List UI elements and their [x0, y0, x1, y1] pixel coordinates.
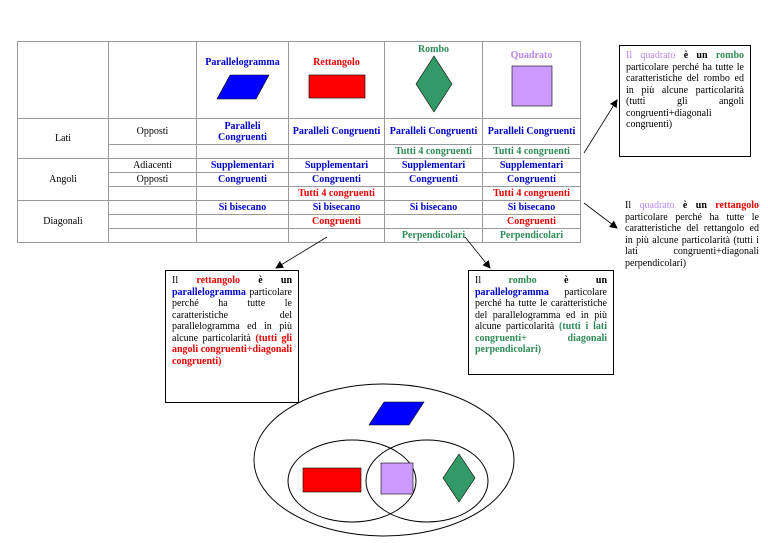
arrow-square-rhombus: [583, 99, 618, 154]
properties-table: Parallelogramma Rettangolo Rombo Quadrat…: [17, 41, 581, 243]
venn-square-shape: [380, 462, 414, 495]
note-rhombus: Il rombo è un parallelogramma particolar…: [468, 270, 614, 375]
note-square-rhombus: Il quadrato è un rombo particolare perch…: [619, 45, 751, 157]
parallelogram-shape: [215, 74, 270, 100]
header-label: Quadrato: [510, 50, 553, 61]
note-keyword-rectangle: rettangolo: [196, 275, 241, 286]
note-extra: (tutti i lati congruenti+ diagonali perp…: [475, 321, 608, 355]
note-rectangle: Il rettangolo è un parallelogramma parti…: [165, 270, 299, 403]
note-keyword-rhombus: rombo: [508, 275, 537, 286]
arrow-rhombus: [464, 236, 491, 269]
note-keyword-parallelogram: parallelogramma: [475, 286, 549, 298]
venn-parallelogram-shape: [368, 401, 425, 426]
note-keyword-square: quadrato: [640, 50, 676, 61]
note-text: Il: [172, 275, 179, 286]
note-square-rectangle: Il quadrato è un rettangolo particolare …: [619, 196, 765, 294]
header-label: Rombo: [417, 44, 450, 55]
note-text: Il: [475, 275, 482, 286]
note-text: particolare perché ha tutte le caratteri…: [625, 211, 759, 269]
note-text: Il: [625, 200, 632, 211]
header-parallelogram: Parallelogramma: [196, 41, 289, 119]
sub-label-opposite: Opposti: [108, 118, 197, 145]
note-text: particolare perché ha tutte le caratteri…: [626, 61, 744, 131]
empty-corner: [17, 41, 109, 119]
row-label-angles: Angoli: [17, 158, 109, 201]
cell-sides-rectangle: Paralleli Congruenti: [288, 118, 385, 145]
venn-rhombus-shape: [442, 453, 476, 503]
venn-rectangle-shape: [302, 467, 362, 493]
set-rectangles: [287, 439, 417, 523]
note-text: Il: [626, 50, 633, 61]
rectangle-shape: [308, 74, 365, 99]
cell-diag-perp-rhombus: Perpendicolari: [384, 228, 483, 243]
header-label: Rettangolo: [313, 57, 360, 68]
note-text: particolare perché ha tutte le caratteri…: [172, 286, 292, 344]
header-square: Quadrato: [482, 41, 581, 119]
note-keyword-rectangle: rettangolo: [715, 200, 759, 211]
note-extra: (tutti gli angoli congruenti+diagonali c…: [172, 332, 293, 367]
note-keyword-square: quadrato: [639, 200, 675, 211]
note-text: è un: [683, 50, 708, 61]
cell-sides-parallelogram: Paralleli Congruenti: [196, 118, 289, 145]
header-label: Parallelogramma: [205, 57, 280, 68]
note-text: è un: [682, 200, 707, 211]
arrow-square-rectangle: [583, 202, 618, 229]
set-parallelograms: [253, 383, 515, 537]
row-label-diagonals: Diagonali: [17, 200, 109, 243]
note-keyword-rhombus: rombo: [715, 50, 745, 61]
note-keyword-parallelogram: parallelogramma: [172, 286, 246, 298]
header-rectangle: Rettangolo: [288, 41, 385, 119]
cell-diag-perp-square: Perpendicolari: [482, 228, 581, 243]
rhombus-shape: [415, 55, 452, 113]
cell-sides-square: Paralleli Congruenti: [482, 118, 581, 145]
set-rhombi: [365, 439, 489, 523]
note-text: è un: [564, 275, 607, 286]
square-shape: [511, 65, 552, 107]
arrow-rectangle: [275, 236, 328, 269]
note-text: particolare perché ha tutte le caratteri…: [475, 286, 607, 333]
note-text: è un: [258, 275, 293, 286]
